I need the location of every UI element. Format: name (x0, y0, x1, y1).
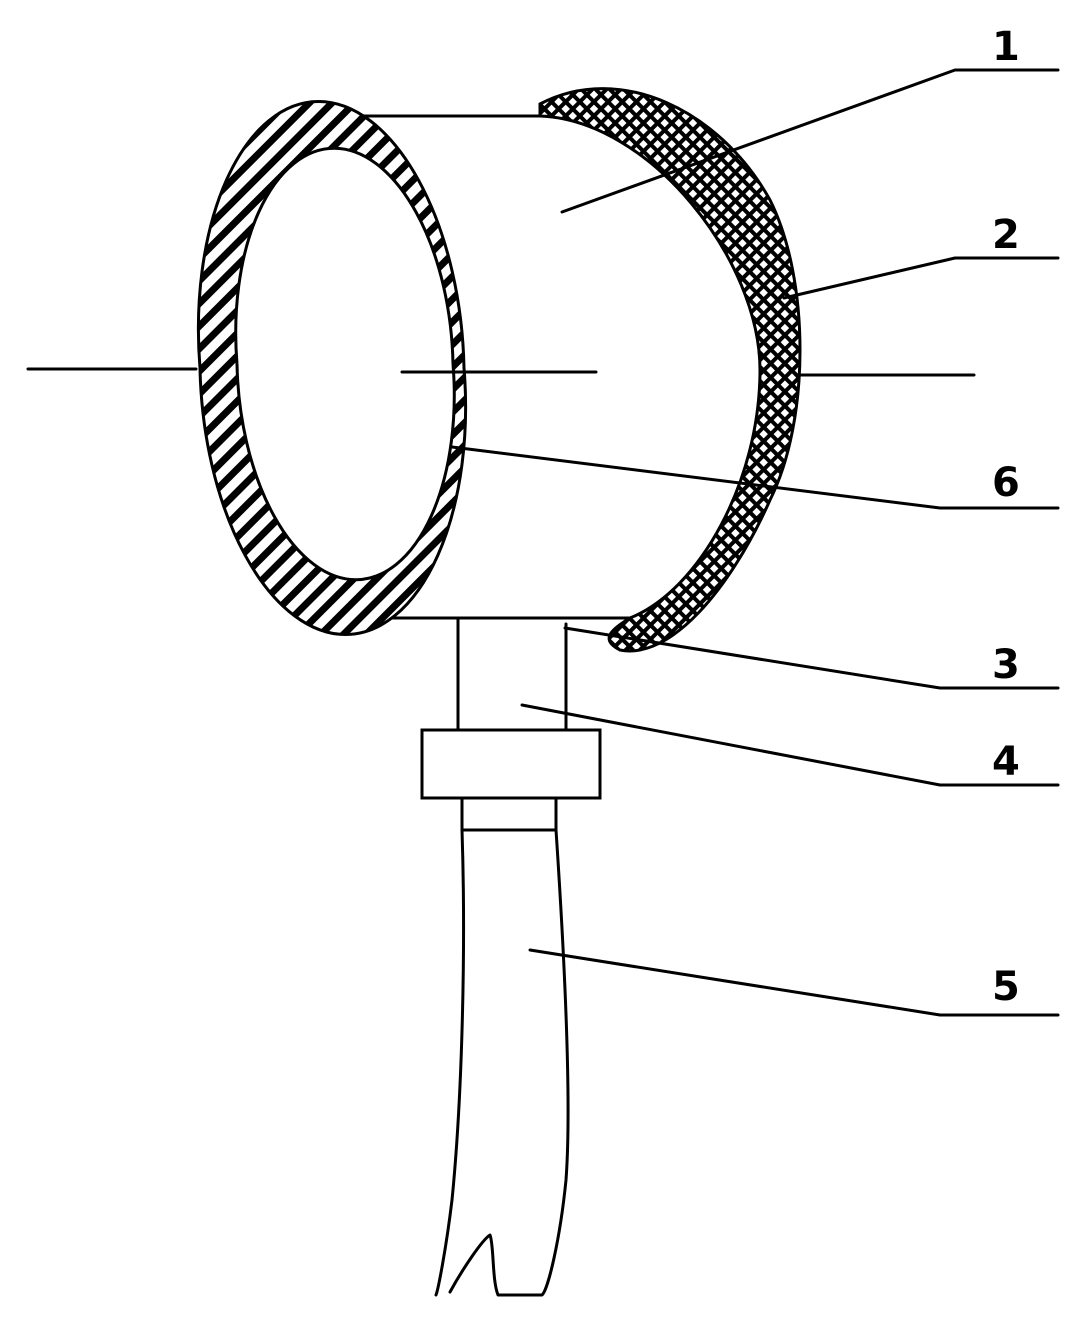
collar (420, 728, 602, 800)
label-6: 6 (992, 460, 1020, 506)
rear-ring (538, 87, 802, 653)
label-3: 3 (992, 642, 1020, 688)
center-axis (26, 367, 976, 377)
front-ring (196, 100, 468, 636)
leader-lines (450, 68, 1060, 1017)
handle (434, 796, 570, 1297)
stem (456, 616, 568, 732)
label-1: 1 (992, 24, 1020, 70)
label-5: 5 (992, 964, 1020, 1010)
label-2: 2 (992, 212, 1020, 258)
label-4: 4 (992, 739, 1020, 785)
